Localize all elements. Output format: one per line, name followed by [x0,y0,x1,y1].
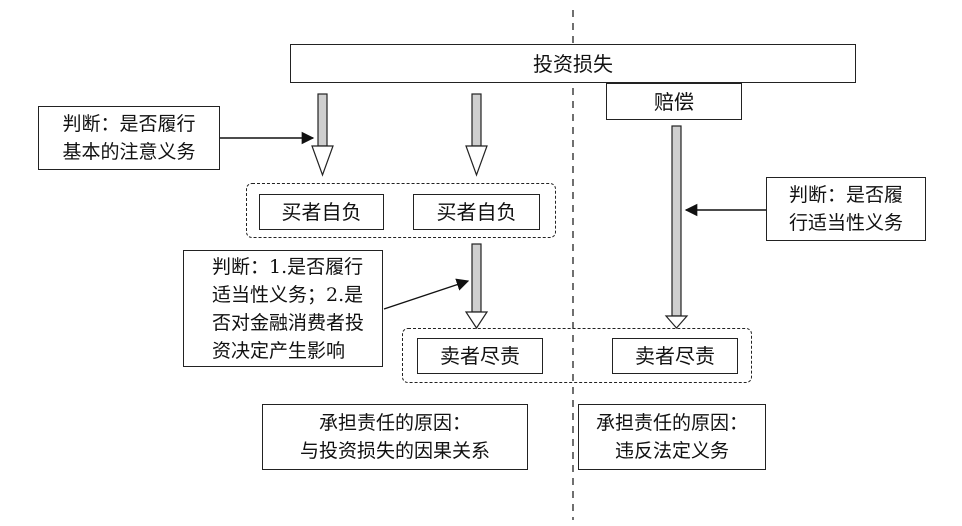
seller-label: 卖者尽责 [440,344,520,368]
judge-suitability-right-box: 判断：是否履 行适当性义务 [766,177,926,241]
block-arrow-right [664,125,689,329]
judge-suitability-left-line: 否对金融消费者投 [211,311,364,334]
reason-left-line: 承担责任的原因： [318,412,471,434]
reason-right-box: 承担责任的原因： 违反法定义务 [578,404,766,470]
buyer-label: 买者自负 [436,200,517,224]
reason-left-line: 与投资损失的因果关系 [299,440,490,462]
buyer-label: 买者自负 [281,200,362,224]
seller-box: 卖者尽责 [612,338,738,374]
reason-left-box: 承担责任的原因： 与投资损失的因果关系 [262,404,528,470]
seller-group [402,328,752,383]
judge-suitability-left-box: 判断：1.是否履行 适当性义务；2.是 否对金融消费者投 资决定产生影响 [183,250,383,367]
seller-label: 卖者尽责 [635,344,715,368]
pointer-arrow-suitability-left [383,278,470,310]
judge-suitability-left-line: 资决定产生影响 [211,339,345,362]
reason-right-line: 承担责任的原因： [595,412,748,434]
buyer-group [246,183,556,238]
judge-basic-duty-line: 基本的注意义务 [62,141,196,163]
compensation-label: 赔偿 [654,89,694,114]
judge-suitability-right-line: 判断：是否履 [788,184,903,206]
judge-basic-duty-box: 判断：是否履行 基本的注意义务 [38,106,220,170]
judge-basic-duty-line: 判断：是否履行 [62,113,196,135]
buyer-box: 买者自负 [259,194,384,230]
investment-loss-bar: 投资损失 [290,44,856,83]
judge-suitability-left-line: 判断：1.是否履行 [211,255,364,278]
block-arrow-middle [464,243,489,330]
block-arrow-left-2 [465,93,488,177]
investment-loss-label: 投资损失 [533,51,613,76]
seller-box: 卖者尽责 [417,338,543,374]
block-arrow-left-1 [311,93,334,177]
compensation-box: 赔偿 [606,83,742,120]
buyer-box: 买者自负 [413,194,540,230]
judge-suitability-left-line: 适当性义务；2.是 [211,283,364,306]
judge-suitability-right-line: 行适当性义务 [788,212,903,234]
reason-right-line: 违反法定义务 [614,440,729,462]
